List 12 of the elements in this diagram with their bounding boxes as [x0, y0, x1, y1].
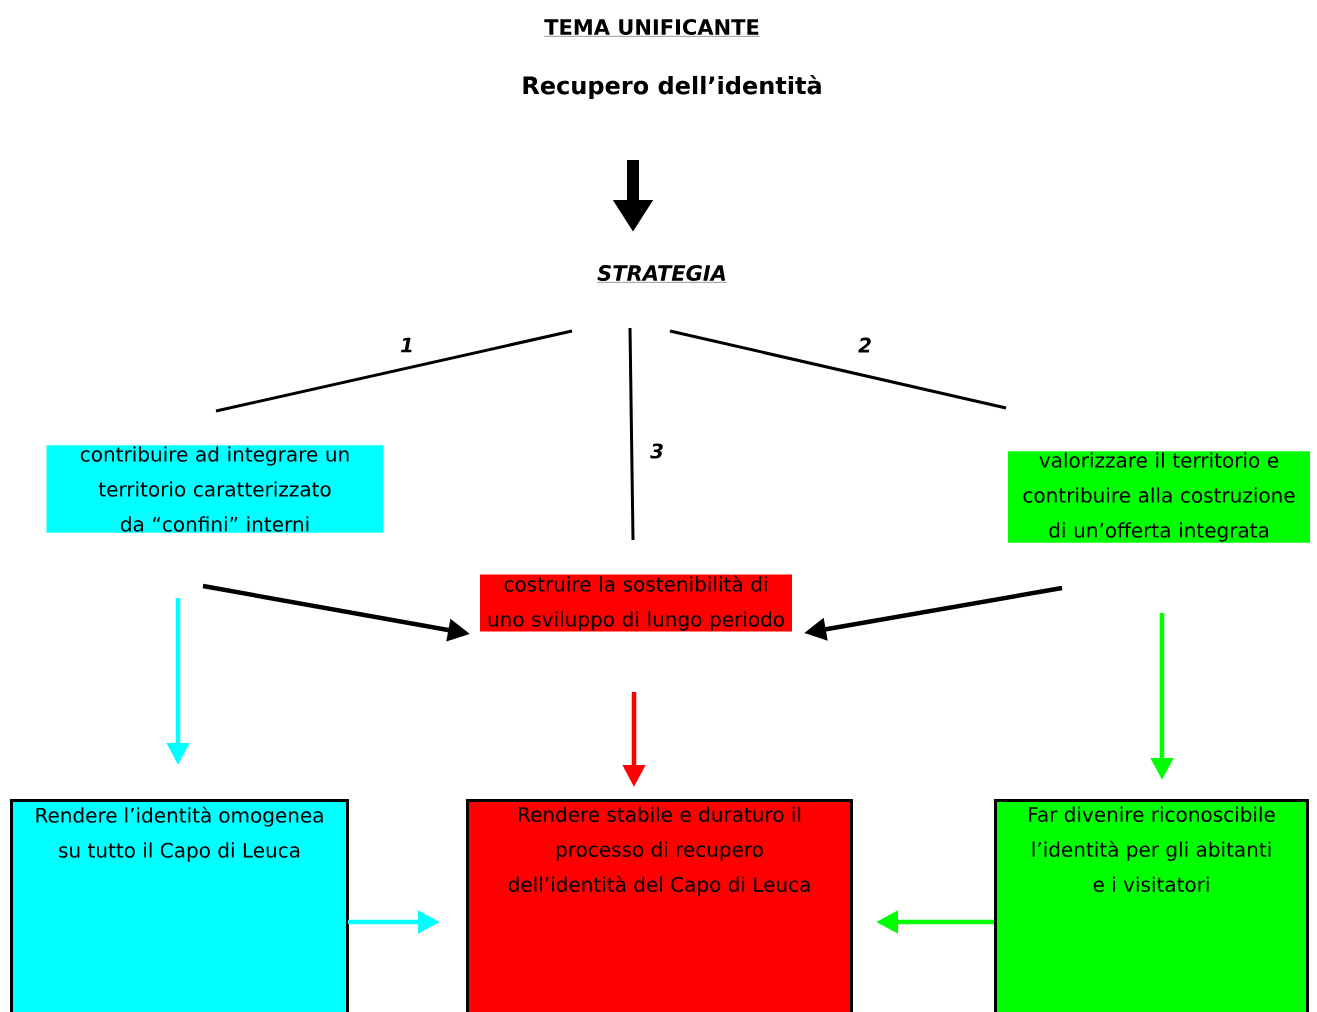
highlighted-text: contribuire ad integrare un territorio caratterizzato da “confini” interni [46, 445, 384, 533]
edge-label: 1 [400, 337, 412, 353]
highlighted-text: costruire la sostenibilità di uno sviluppo di lungo periodo [480, 574, 792, 632]
highlighted-text: valorizzare il territorio e contribuire alla costruzione di un’offerta integrata [1008, 451, 1310, 543]
edge-label: 2 [858, 337, 871, 353]
process-box: Rendere l’identità omogenea su tutto il Capo di Leuca [10, 799, 349, 1012]
process-box: Far divenire riconoscibile l’identità per gli abitanti e i visitatori [994, 799, 1309, 1012]
edge-label: 3 [650, 443, 663, 459]
heading-text: Recupero dell’identità [523, 74, 821, 100]
heading-text: STRATEGIA [596, 265, 728, 283]
process-box: Rendere stabile e duraturo il processo di recupero dell’identità del Capo di Leuca [466, 799, 853, 1012]
title-text: TEMA UNIFICANTE [544, 19, 761, 37]
